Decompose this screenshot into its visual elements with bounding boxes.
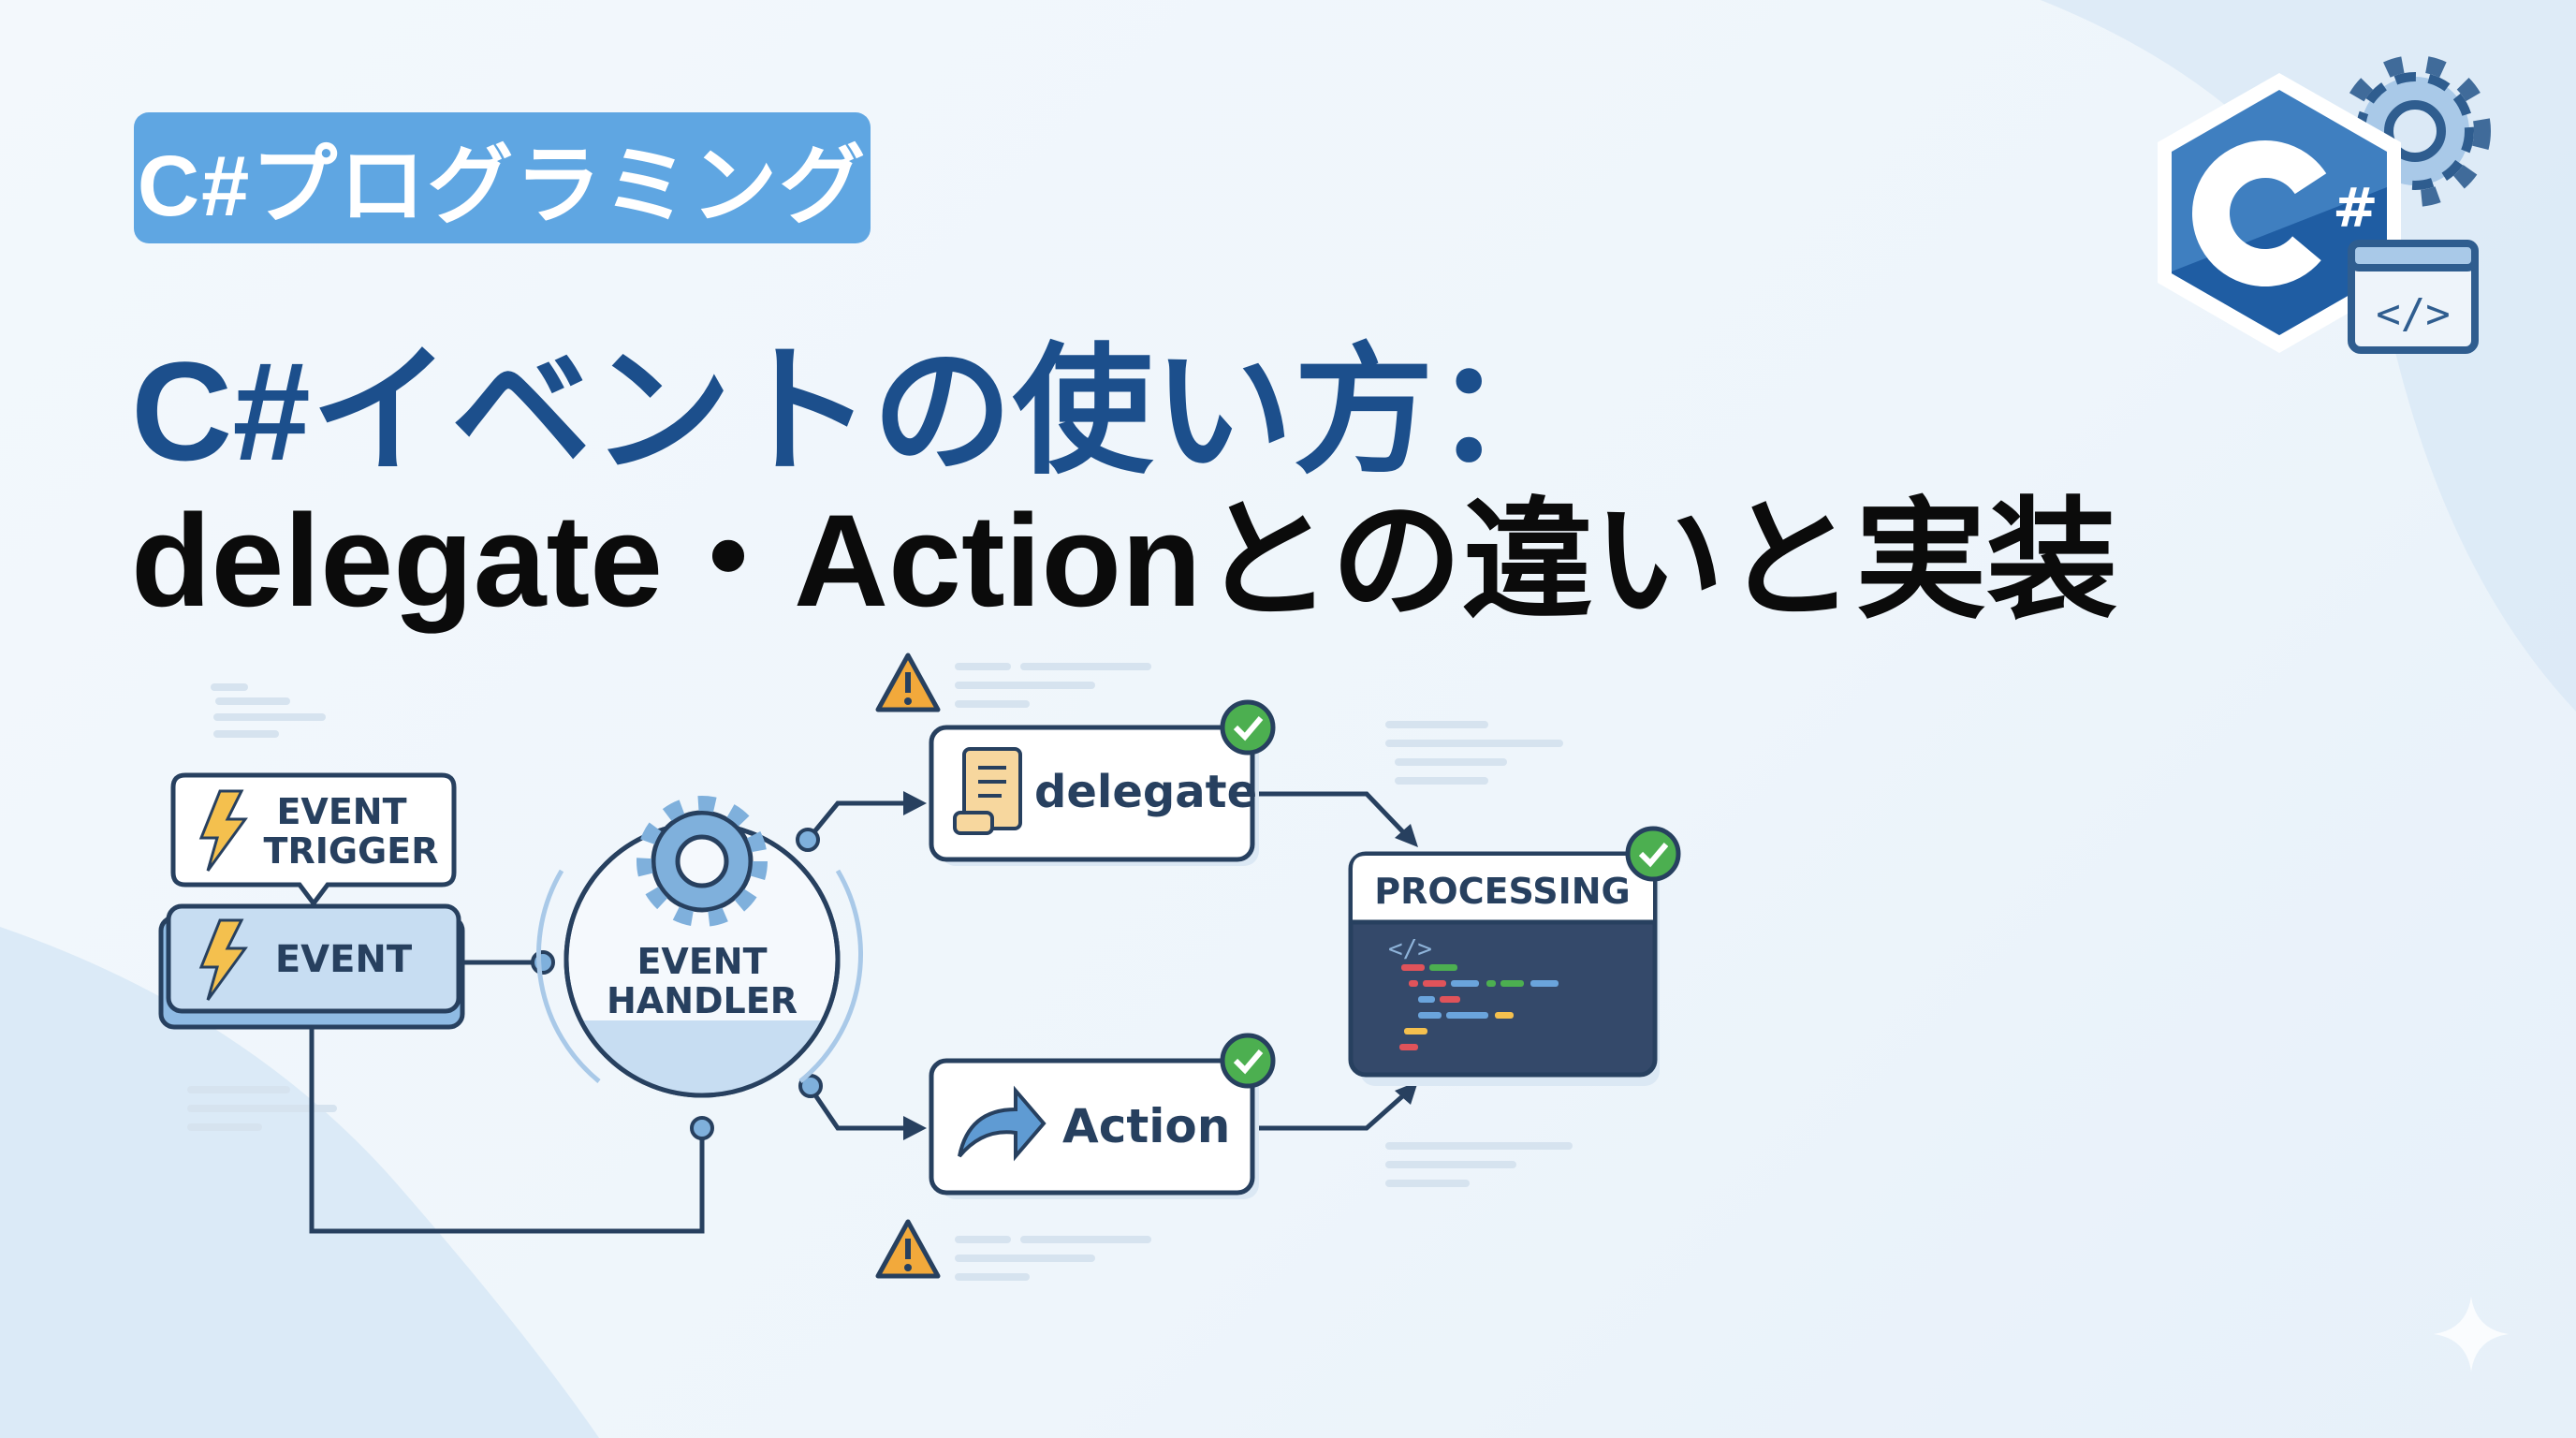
scroll-icon (953, 747, 1022, 835)
check-icon (1625, 826, 1681, 882)
csharp-symbol: # (2333, 176, 2378, 240)
event-trigger-box: EVENT TRIGGER (170, 772, 457, 908)
csharp-hexagon-icon: # (2158, 73, 2401, 353)
warning-icon (875, 1219, 941, 1279)
event-handler-circle: EVENT HANDLER (536, 796, 863, 1098)
svg-text:</>: </> (2376, 290, 2450, 338)
page-title-line1: C#イベントの使い方： (131, 332, 1574, 490)
handler-label: HANDLER (607, 980, 798, 1021)
background-code-lines (187, 663, 1573, 1281)
action-label: Action (1062, 1099, 1230, 1153)
connector-lines (309, 791, 1411, 1234)
delegate-box: delegate (929, 725, 1259, 866)
gear-icon (637, 796, 768, 927)
event-box: EVENT (158, 903, 465, 1030)
background-shape (0, 927, 599, 1438)
lightning-icon (198, 918, 248, 1001)
category-badge: C#プログラミング (134, 112, 871, 243)
event-trigger-label: TRIGGER (264, 830, 439, 872)
sparkle-icon (2434, 1297, 2509, 1372)
arrowheads (903, 791, 1418, 1140)
processing-box: PROCESSING </> (1348, 851, 1660, 1086)
page-title-line2: delegate・Actionとの違いと実装 (131, 487, 2118, 634)
warning-icon (875, 653, 941, 712)
redirect-arrow-icon (958, 1085, 1046, 1162)
action-box: Action (929, 1058, 1259, 1199)
event-trigger-label: EVENT (276, 791, 406, 832)
check-icon (1220, 1033, 1276, 1089)
event-label: EVENT (275, 938, 413, 981)
lightning-icon (198, 789, 248, 872)
handler-label: EVENT (637, 941, 767, 982)
delegate-label: delegate (1034, 766, 1257, 818)
csharp-logo: # </> (2158, 55, 2491, 354)
code-lines (1399, 964, 1559, 1050)
processing-label: PROCESSING (1374, 871, 1630, 912)
code-window-icon: </> (2348, 240, 2479, 354)
code-icon: </> (1388, 935, 1432, 963)
check-icon (1220, 699, 1276, 756)
